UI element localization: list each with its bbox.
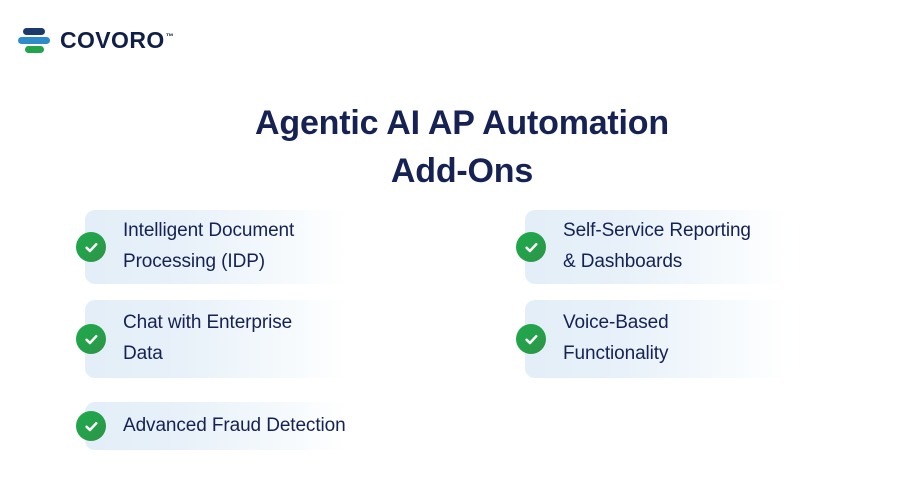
feature-card-label: Advanced Fraud Detection: [123, 414, 346, 436]
feature-card-self-service-reporting-dashboards[interactable]: Self-Service Reporting & Dashboards: [516, 210, 817, 284]
check-circle-icon: [76, 232, 106, 262]
check-circle-icon: [76, 411, 106, 441]
covoro-logo-mark-icon: [18, 24, 50, 56]
page-title-line-2: Add-Ons: [390, 152, 534, 191]
logo-bar-top-icon: [23, 28, 45, 35]
feature-card-voice-based-functionality[interactable]: Voice-Based Functionality: [516, 300, 817, 378]
feature-card-label: Intelligent Document Processing (IDP): [123, 220, 295, 272]
feature-card-label: Self-Service Reporting & Dashboards: [563, 220, 751, 272]
check-circle-icon: [516, 232, 546, 262]
page-title-line-1: Agentic AI AP Automation: [255, 103, 669, 142]
feature-card-intelligent-document-processing[interactable]: Intelligent Document Processing (IDP): [76, 210, 377, 284]
logo-bar-middle-icon: [18, 37, 50, 44]
brand-wordmark: COVORO™: [60, 26, 174, 53]
check-circle-icon: [516, 324, 546, 354]
brand-name-text: COVORO: [60, 26, 165, 53]
logo-bar-bottom-icon: [25, 46, 44, 53]
feature-card-advanced-fraud-detection[interactable]: Advanced Fraud Detection: [76, 402, 377, 450]
trademark-symbol: ™: [165, 31, 174, 41]
check-circle-icon: [76, 324, 106, 354]
feature-card-label: Voice-Based Functionality: [563, 312, 669, 364]
feature-card-label: Chat with Enterprise Data: [123, 312, 293, 364]
page-title: Agentic AI AP Automation Add-Ons: [0, 99, 924, 196]
feature-card-chat-with-enterprise-data[interactable]: Chat with Enterprise Data: [76, 300, 377, 378]
brand-logo[interactable]: COVORO™: [18, 24, 174, 56]
